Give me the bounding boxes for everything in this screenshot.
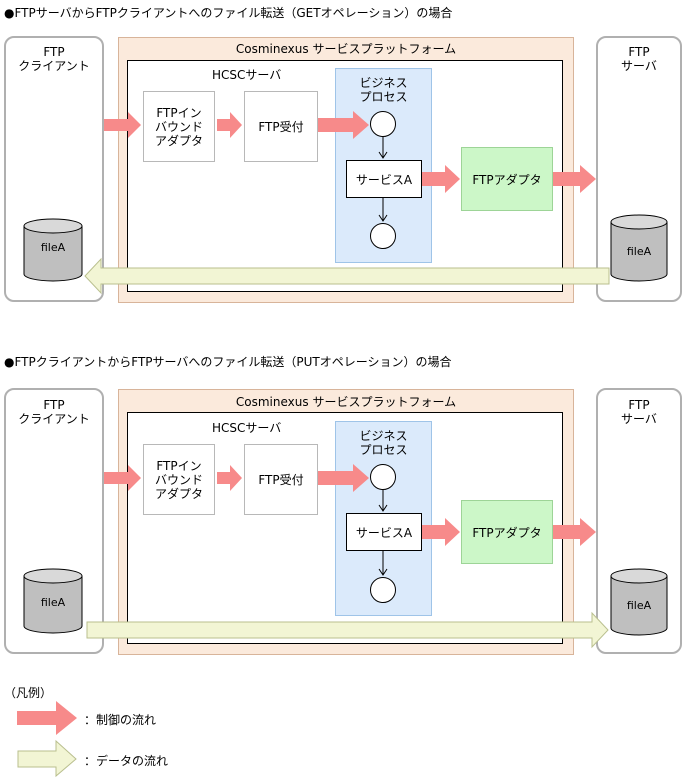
diagram2-ftp-adapter: FTPアダプタ <box>461 500 553 564</box>
legend-data-arrow <box>17 739 77 778</box>
diagram2-ftp-client-label: FTP クライアント <box>18 398 90 426</box>
diagram2-arrow-adapter-to-server <box>553 518 596 546</box>
diagram2-ftp-inbound-adapter: FTPイン バウンド アダプタ <box>143 444 215 515</box>
diagram1-ftp-server-label: FTP サーバ <box>621 45 657 73</box>
legend-data-flow-label: ：データの流れ <box>84 754 169 768</box>
diagram1-service-a: サービスA <box>346 160 422 198</box>
legend-control-flow-label: ：制御の流れ <box>84 713 157 727</box>
diagram1-right-file-label: fileA <box>626 245 652 258</box>
diagram2-service-a: サービスA <box>346 513 422 551</box>
diagram1-arrow-reception-to-process <box>318 111 369 139</box>
diagram1-title: ●FTPサーバからFTPクライアントへのファイル転送（GETオペレーション）の場… <box>4 6 453 20</box>
diagram1-platform-label: Cosminexus サービスプラットフォーム <box>235 42 457 56</box>
diagram2-process-start-node <box>370 464 396 490</box>
diagram1-business-process-label: ビジネス プロセス <box>359 76 408 104</box>
diagram1-process-end-node <box>370 223 396 249</box>
diagram2-ftp-server-label: FTP サーバ <box>621 398 657 426</box>
diagram1-left-file-cylinder <box>23 218 83 282</box>
diagram2-arrow-inbound-to-reception <box>217 465 242 491</box>
diagram2-hcsc-server-label: HCSCサーバ <box>212 421 282 435</box>
legend-title: （凡例） <box>4 686 53 700</box>
diagram1-left-file-label: fileA <box>40 241 66 254</box>
diagram1-ftp-inbound-adapter: FTPイン バウンド アダプタ <box>143 91 215 162</box>
diagram2-arrow-service-to-adapter <box>422 518 460 546</box>
diagram1-ftp-client-label: FTP クライアント <box>18 45 90 73</box>
diagram1-arrow-client-to-inbound <box>104 112 141 138</box>
diagram2-title: ●FTPクライアントからFTPサーバへのファイル転送（PUTオペレーション）の場… <box>4 355 452 369</box>
diagram2-platform-label: Cosminexus サービスプラットフォーム <box>235 395 457 409</box>
diagram1-process-start-node <box>370 111 396 137</box>
diagram1-ftp-reception: FTP受付 <box>244 91 318 162</box>
diagram1-right-file-cylinder <box>610 214 668 282</box>
diagram2-data-arrow <box>86 611 609 649</box>
diagram2-left-file-cylinder <box>23 568 83 634</box>
diagram2-right-file-label: fileA <box>626 599 652 612</box>
diagram1-data-arrow <box>84 257 610 295</box>
legend-control-arrow <box>17 701 77 735</box>
diagram1-arrow-inbound-to-reception <box>217 112 242 138</box>
diagram2-arrow-reception-to-process <box>318 464 369 492</box>
diagram1-arrow-service-to-adapter <box>422 165 460 193</box>
diagram2-left-file-label: fileA <box>40 596 66 609</box>
diagram1-hcsc-server-label: HCSCサーバ <box>212 68 282 82</box>
diagram1-ftp-adapter: FTPアダプタ <box>461 147 553 211</box>
diagram2-ftp-reception: FTP受付 <box>244 444 318 515</box>
diagram2-business-process-label: ビジネス プロセス <box>359 429 408 457</box>
diagram1-arrow-adapter-to-server <box>553 165 596 193</box>
diagram2-process-end-node <box>370 577 396 603</box>
diagram2-right-file-cylinder <box>610 568 668 636</box>
diagram2-arrow-client-to-inbound <box>104 465 141 491</box>
